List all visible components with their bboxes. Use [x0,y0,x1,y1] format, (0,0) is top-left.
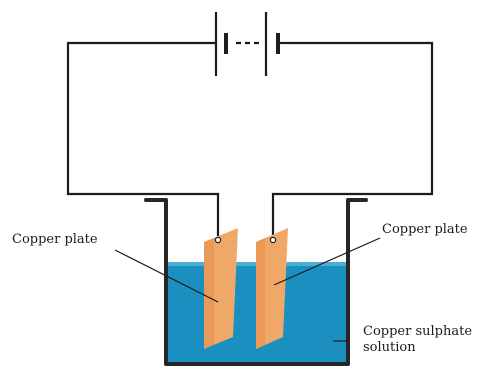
solution-label-line1: Copper sulphate [363,324,473,339]
beaker [144,198,368,366]
right-plate-label: Copper plate [382,222,468,237]
leader-lines [114,237,381,342]
battery-symbol-icon [214,12,286,76]
solution-label-line2: solution [363,340,416,355]
right-wire [271,41,434,236]
right-plate-leader [273,237,381,286]
left-plate-label: Copper plate [12,232,98,247]
circuit-wire [66,41,434,236]
left-plate-leader [114,249,219,303]
left-wire [66,41,220,236]
right-copper-plate [256,228,288,349]
left-copper-plate [204,228,238,349]
